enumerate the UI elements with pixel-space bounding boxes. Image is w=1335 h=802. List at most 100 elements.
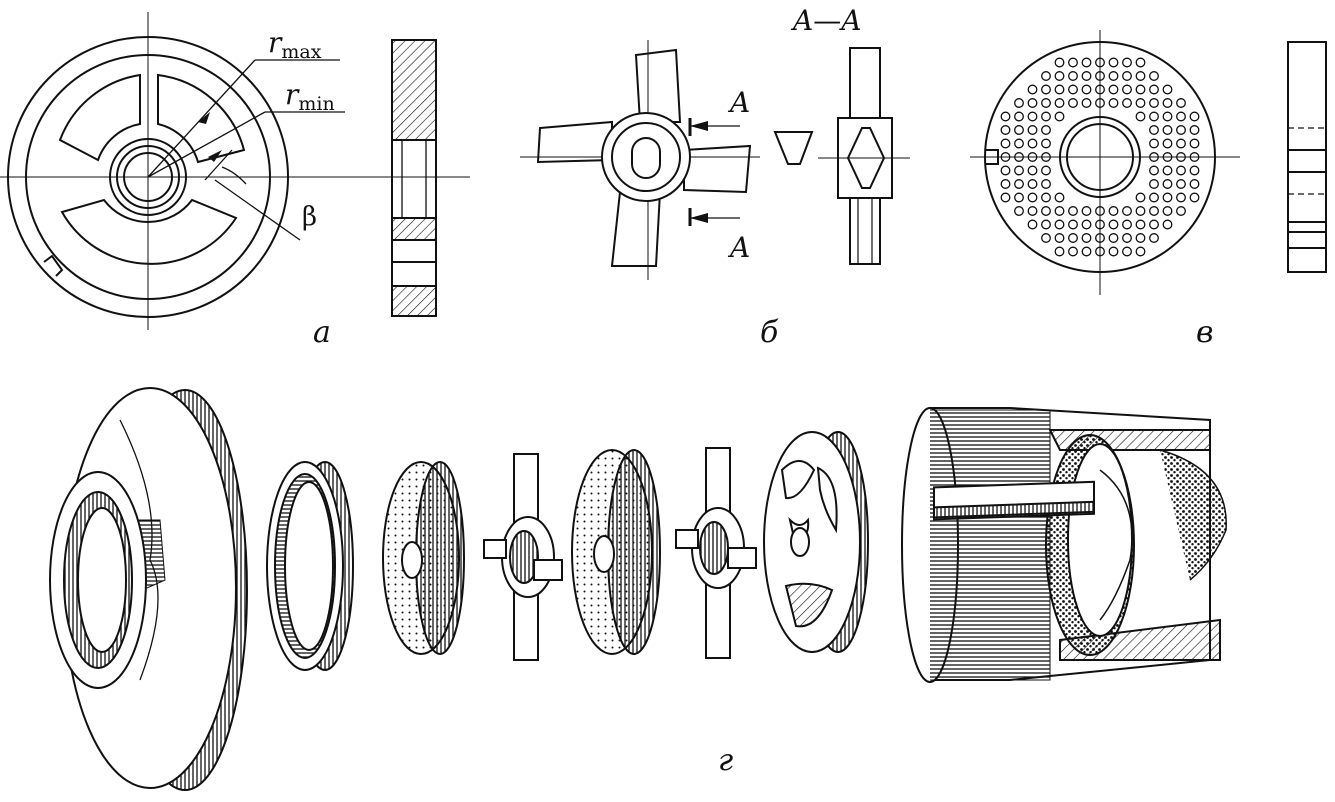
blade-profile [773, 131, 814, 165]
perforation-hole [1041, 192, 1051, 203]
perforation-hole [1000, 138, 1011, 149]
perforation-hole [1122, 246, 1132, 257]
label-r-max: rmax [268, 26, 322, 63]
perforation-hole [1041, 138, 1051, 149]
perforation-hole [1027, 179, 1038, 189]
perforation-hole [1176, 138, 1186, 149]
perforation-hole [1081, 98, 1092, 108]
perforation-hole [1176, 152, 1186, 162]
grate-bore-inner [1066, 123, 1134, 191]
perforation-hole [1149, 192, 1159, 203]
perforation-hole [1068, 71, 1078, 81]
section-arrow-a-top: A [727, 86, 750, 119]
caption-v: в [1196, 315, 1213, 350]
perforation-hole [1149, 98, 1159, 108]
inner-rim [25, 54, 271, 300]
perforation-hole [1189, 125, 1200, 135]
perforation-hole [1149, 219, 1159, 230]
perforation-hole [1027, 98, 1038, 108]
perforation-hole [1000, 125, 1011, 135]
perforation-hole [1081, 84, 1092, 95]
perforation-hole [1081, 233, 1092, 243]
perforation-hole [1108, 233, 1119, 243]
perforation-hole [1014, 206, 1024, 216]
perforation-hole [1068, 84, 1078, 95]
grate-notch [986, 149, 999, 165]
perforation-hole [1176, 192, 1186, 203]
perforation-hole [1122, 206, 1132, 216]
perforation-hole [1122, 219, 1132, 230]
perforation-hole [1162, 165, 1173, 176]
perforation-hole [1000, 152, 1011, 162]
perforation-hole [1176, 98, 1186, 108]
perforation-hole [1000, 192, 1011, 203]
perforation-hole [1054, 84, 1065, 95]
perforation-hole [1095, 98, 1105, 108]
grate-holes [1000, 57, 1200, 257]
perforation-hole [1000, 165, 1011, 176]
perforation-hole [1108, 219, 1119, 230]
perforation-hole [1135, 219, 1146, 230]
perforation-hole [1027, 206, 1038, 216]
blade-bottom [610, 191, 662, 267]
perforation-hole [1149, 233, 1159, 243]
label-beta: β [302, 202, 317, 232]
perforation-hole [1135, 246, 1146, 257]
perforation-hole [1095, 233, 1105, 243]
perforation-hole [1189, 138, 1200, 149]
perforation-hole [1027, 125, 1038, 135]
outer-rim [7, 36, 289, 318]
perforation-hole [1162, 152, 1173, 162]
perforation-hole [1108, 206, 1119, 216]
perforation-hole [1149, 206, 1159, 216]
perforation-hole [1176, 179, 1186, 189]
perforation-hole [1095, 84, 1105, 95]
perforation-hole [1135, 98, 1146, 108]
hub-inner [116, 145, 180, 209]
opening-2 [157, 73, 246, 164]
perforation-hole [1149, 179, 1159, 189]
perforation-hole [1000, 179, 1011, 189]
perforation-hole [1095, 206, 1105, 216]
perforation-hole [1162, 138, 1173, 149]
perforation-hole [1122, 71, 1132, 81]
perforation-hole [1095, 246, 1105, 257]
perforation-hole [1068, 219, 1078, 230]
perforation-hole [1081, 57, 1092, 68]
slotted-grate [763, 431, 869, 653]
perforation-hole [1081, 206, 1092, 216]
perforation-hole [1041, 152, 1051, 162]
view-a-side-section [391, 39, 437, 317]
perforation-hole [1027, 165, 1038, 176]
perforation-hole [1162, 206, 1173, 216]
perforation-hole [1014, 111, 1024, 122]
perforation-hole [1176, 125, 1186, 135]
perforation-hole [1014, 138, 1024, 149]
perforation-hole [1027, 84, 1038, 95]
r-max-leader [147, 59, 256, 178]
grate-disc-2 [571, 449, 661, 655]
perforation-hole [1162, 125, 1173, 135]
perforation-hole [1149, 125, 1159, 135]
perforation-hole [1162, 219, 1173, 230]
perforation-hole [1176, 206, 1186, 216]
label-r-min: rmin [285, 78, 335, 115]
perforation-hole [1162, 84, 1173, 95]
clamp-nut [49, 387, 248, 791]
perforation-hole [1135, 57, 1146, 68]
section-title: A—A [790, 4, 861, 37]
view-v-perforated-grate [970, 30, 1240, 295]
section-arrow-a-bottom: A [727, 231, 750, 264]
caption-g: г [718, 743, 733, 778]
perforation-hole [1095, 219, 1105, 230]
opening-1 [58, 73, 141, 162]
perforation-hole [1135, 71, 1146, 81]
perforation-hole [1041, 98, 1051, 108]
perforation-hole [1081, 219, 1092, 230]
perforation-hole [1054, 233, 1065, 243]
perforation-hole [1176, 111, 1186, 122]
knife-side-section [818, 47, 910, 265]
perforation-hole [1149, 71, 1159, 81]
perforation-hole [1149, 84, 1159, 95]
perforation-hole [1041, 179, 1051, 189]
